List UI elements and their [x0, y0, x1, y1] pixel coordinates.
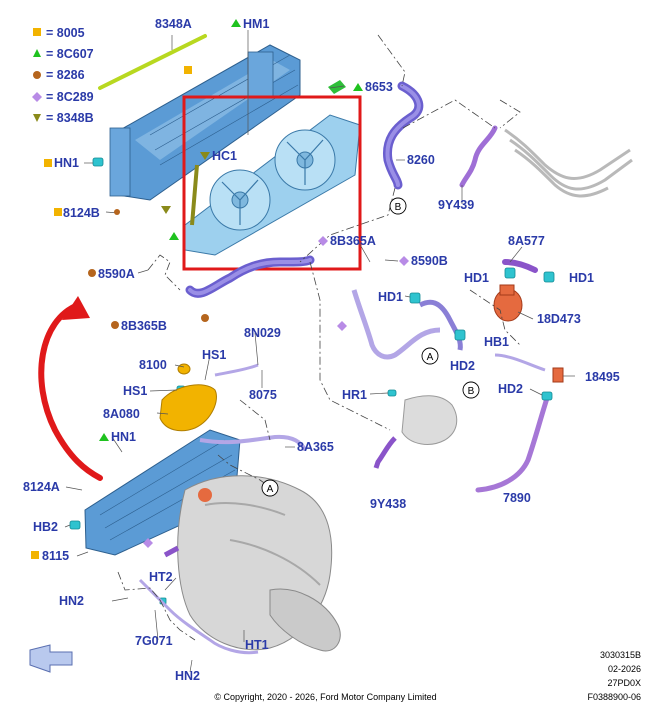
label-8348A: 8348A — [155, 17, 192, 31]
label-9Y439: 9Y439 — [438, 198, 474, 212]
label-8A080: 8A080 — [103, 407, 140, 421]
triangle-up-icon — [33, 49, 41, 57]
label-HN1-bottom: HN1 — [111, 430, 136, 444]
svg-text:A: A — [427, 352, 434, 363]
label-HN1-top: HN1 — [54, 156, 79, 170]
ref-circle-b-top — [389, 197, 407, 215]
front-arrow-icon — [29, 644, 73, 673]
label-HT2: HT2 — [149, 570, 173, 584]
label-HD1-b: HD1 — [569, 271, 594, 285]
ref-line-1: 3030315B — [599, 650, 641, 660]
label-8075: 8075 — [249, 388, 277, 402]
label-HD2-b: HD2 — [498, 382, 523, 396]
highlight-box — [182, 95, 362, 271]
label-HN2-a: HN2 — [59, 594, 84, 608]
legend-label-8348B: = 8348B — [46, 111, 94, 125]
ref-line-4: F0388900-06 — [587, 692, 641, 702]
cooler-lines-grey — [504, 128, 633, 198]
legend-label-8C289: = 8C289 — [46, 90, 94, 104]
copyright-notice: © Copyright, 2020 - 2026, Ford Motor Com… — [214, 692, 437, 702]
hose-9y439 — [459, 125, 498, 188]
lower-hose — [185, 255, 315, 298]
label-HS1-a: HS1 — [202, 348, 226, 362]
label-8590B: 8590B — [411, 254, 448, 268]
heater-hoses-right — [351, 259, 564, 493]
label-9Y438: 9Y438 — [370, 497, 406, 511]
square-icon — [33, 28, 41, 36]
ref-line-3: 27PD0X — [607, 678, 641, 688]
label-7G071: 7G071 — [135, 634, 173, 648]
label-7890: 7890 — [503, 491, 531, 505]
svg-text:B: B — [395, 202, 402, 213]
legend-label-8C607: = 8C607 — [46, 47, 94, 61]
legend: = 8005 = 8C607 = 8286 = 8C289 = 8348B — [32, 26, 94, 125]
label-HR1: HR1 — [342, 388, 367, 402]
svg-text:B: B — [468, 386, 475, 397]
legend-label-8286: = 8286 — [46, 68, 85, 82]
label-8B365B: 8B365B — [121, 319, 167, 333]
label-8590A: 8590A — [98, 267, 135, 281]
label-HM1: HM1 — [243, 17, 269, 31]
ref-line-2: 02-2026 — [607, 664, 641, 674]
radiator-assembly-top — [98, 34, 361, 256]
svg-text:A: A — [267, 484, 274, 495]
solid-leaders — [64, 30, 575, 673]
label-18495: 18495 — [585, 370, 620, 384]
label-8B365A: 8B365A — [330, 234, 376, 248]
label-HN2-b: HN2 — [175, 669, 200, 683]
label-8124A: 8124A — [23, 480, 60, 494]
callout-labels: 8348A HM1 8653 HN1 HC1 8124B 8260 9Y439 … — [23, 17, 620, 683]
reference-block: 3030315B 02-2026 27PD0X F0388900-06 — [587, 648, 641, 704]
label-HT1: HT1 — [245, 638, 269, 652]
ref-circle-b-mid — [462, 381, 480, 399]
label-8124B: 8124B — [63, 206, 100, 220]
triangle-down-icon — [33, 114, 41, 122]
circle-icon — [33, 71, 41, 79]
label-HD1-a: HD1 — [464, 271, 489, 285]
hose-clamps — [69, 157, 555, 635]
label-8653: 8653 — [365, 80, 393, 94]
label-8N029: 8N029 — [244, 326, 281, 340]
label-8A577: 8A577 — [508, 234, 545, 248]
label-HS1-b: HS1 — [123, 384, 147, 398]
label-18D473: 18D473 — [537, 312, 581, 326]
label-HD1-c: HD1 — [378, 290, 403, 304]
label-8A365: 8A365 — [297, 440, 334, 454]
diamond-icon — [32, 92, 42, 102]
ref-circle-a-low — [261, 479, 279, 497]
label-8115: 8115 — [42, 549, 69, 563]
label-HC1: HC1 — [212, 149, 237, 163]
ref-circle-a-mid — [421, 347, 439, 365]
callout-markers — [31, 19, 409, 559]
label-HD2-a: HD2 — [450, 359, 475, 373]
circle-markers: B A B A — [261, 197, 480, 497]
upper-hose-8260 — [382, 81, 424, 190]
legend-label-8005: = 8005 — [46, 26, 85, 40]
label-HB1: HB1 — [484, 335, 509, 349]
engine-assembly — [38, 296, 341, 655]
label-8260: 8260 — [407, 153, 435, 167]
label-HB2: HB2 — [33, 520, 58, 534]
label-8100: 8100 — [139, 358, 167, 372]
